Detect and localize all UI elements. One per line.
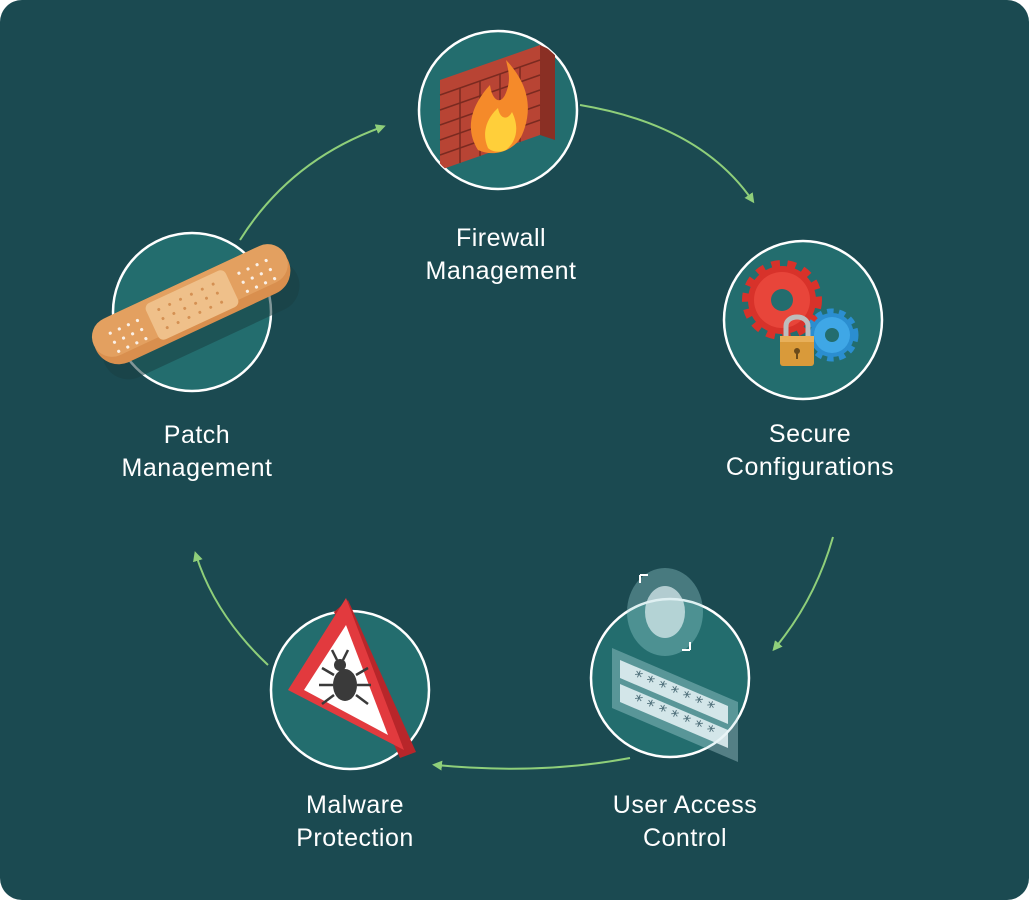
label-access: User Access Control [555,789,815,855]
label-firewall: Firewall Management [371,222,631,288]
node-access: * * * * * * * * * * * * * * [589,568,751,762]
firewall-icon [439,45,555,170]
label-malware: Malware Protection [225,789,485,855]
label-secure-line1: Secure [768,420,852,448]
bug-warning-icon [288,598,416,758]
bandage-icon [91,244,300,380]
label-access-line1: User Access [612,791,758,819]
label-patch-line2: Management [121,454,273,482]
arrow-access-to-malware [432,757,631,771]
arrow-firewall-to-secure [579,104,755,204]
arrow-secure-to-access [772,536,834,652]
label-malware-line1: Malware [306,791,404,819]
node-malware [269,598,431,771]
arrow-malware-to-patch [193,551,269,666]
label-patch-line1: Patch [163,421,231,449]
password-face-id-icon: * * * * * * * * * * * * * * [612,568,738,762]
arrow-patch-to-firewall [239,124,386,241]
node-secure [722,239,884,401]
label-secure-line2: Configurations [725,453,895,481]
gears-padlock-icon [742,260,859,366]
label-patch: Patch Management [67,419,327,485]
label-access-line2: Control [642,824,728,852]
node-firewall [417,29,579,191]
label-firewall-line1: Firewall [455,224,547,252]
label-firewall-line2: Management [425,257,577,285]
label-secure: Secure Configurations [680,418,940,484]
cycle-arrows [193,104,834,771]
label-malware-line2: Protection [296,824,414,852]
node-patch [91,231,300,393]
